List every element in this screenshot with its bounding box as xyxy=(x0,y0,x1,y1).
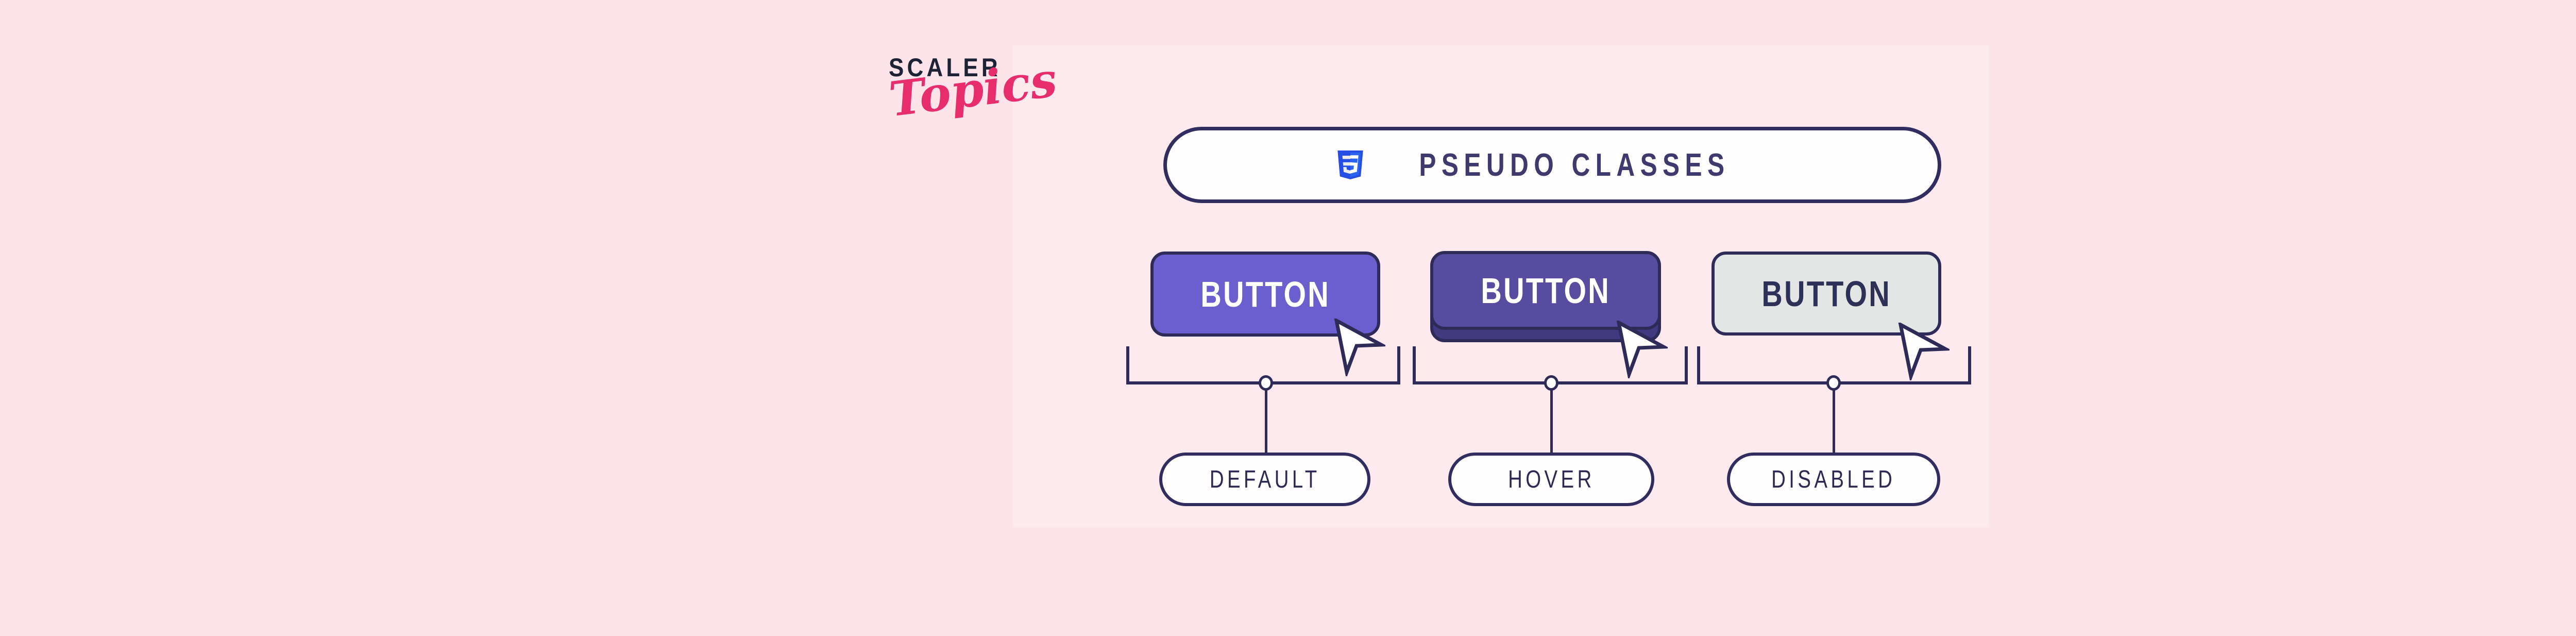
state-label-default: DEFAULT xyxy=(1159,453,1370,506)
state-label-disabled-text: DISABLED xyxy=(1771,465,1896,493)
demo-button-hover-body: BUTTON xyxy=(1430,251,1661,330)
css3-icon xyxy=(1337,150,1363,179)
demo-button-disabled[interactable]: BUTTON xyxy=(1711,252,1941,336)
connector-node xyxy=(1544,375,1558,391)
state-label-disabled: DISABLED xyxy=(1727,453,1940,506)
state-label-hover: HOVER xyxy=(1448,453,1654,506)
demo-button-disabled-label: BUTTON xyxy=(1761,273,1891,314)
bracket-tick xyxy=(1697,346,1700,384)
bracket-tick xyxy=(1968,346,1971,384)
logo-brand-text: SCALER xyxy=(889,53,1001,82)
connector-stem xyxy=(1833,390,1835,454)
connector-node xyxy=(1826,375,1841,391)
connector-node xyxy=(1259,375,1273,391)
connector-stem xyxy=(1265,390,1267,454)
page-title-text: PSEUDO CLASSES xyxy=(1419,147,1730,183)
mouse-pointer-icon-default xyxy=(1334,319,1385,376)
mouse-pointer-icon-disabled xyxy=(1898,323,1950,380)
demo-button-default-label: BUTTON xyxy=(1200,274,1330,314)
mouse-pointer-icon-hover xyxy=(1616,321,1668,378)
bracket-tick xyxy=(1413,346,1416,384)
bracket-tick xyxy=(1126,346,1129,384)
scaler-topics-logo: SCALER Topics xyxy=(886,52,1060,127)
bracket-tick xyxy=(1685,346,1688,384)
bracket-tick xyxy=(1397,346,1400,384)
state-label-default-text: DEFAULT xyxy=(1209,465,1320,493)
page-title: PSEUDO CLASSES xyxy=(1163,127,1941,203)
state-label-hover-text: HOVER xyxy=(1507,465,1595,493)
demo-button-hover-label: BUTTON xyxy=(1481,270,1611,311)
connector-stem xyxy=(1550,390,1553,454)
demo-button-hover[interactable]: BUTTON xyxy=(1430,251,1661,342)
